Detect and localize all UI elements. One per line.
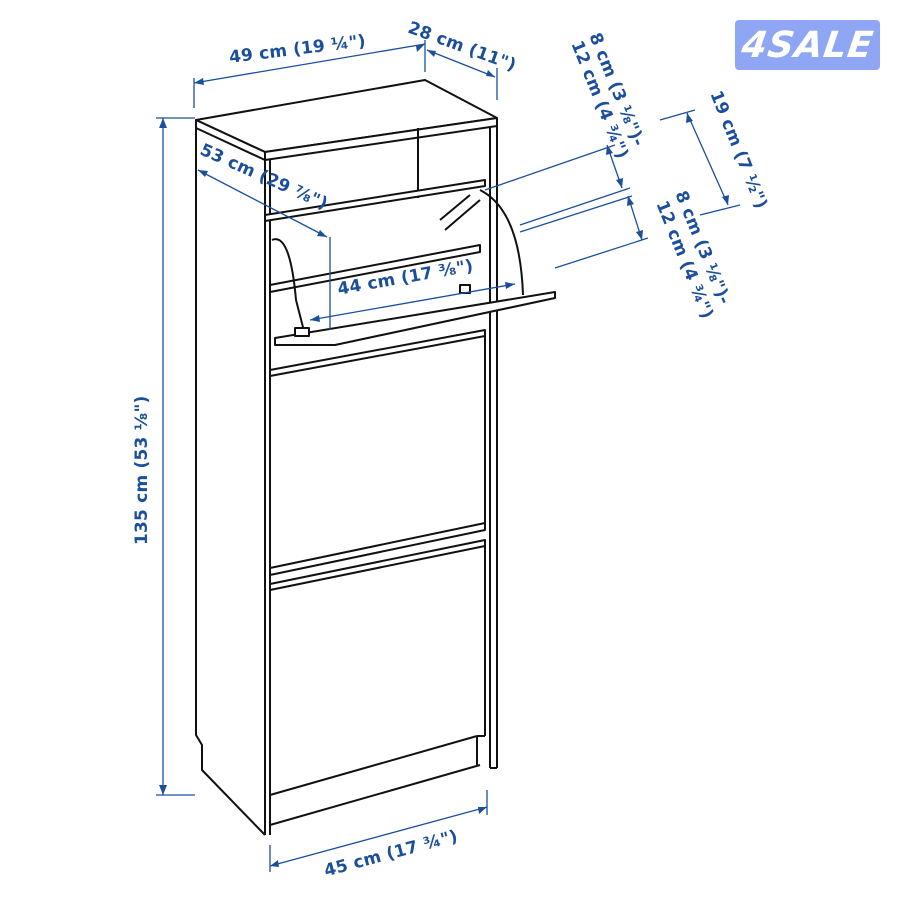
sale-badge-text: 4SALE	[738, 24, 877, 66]
dimension-lines	[156, 40, 741, 872]
open-top-flap	[264, 179, 556, 346]
sale-badge: 4SALE	[735, 20, 880, 70]
middle-door	[269, 329, 486, 576]
cabinet-right-side	[489, 126, 498, 769]
height-label: 135 cm (53 ⅛")	[132, 395, 152, 545]
bottom-door	[269, 539, 486, 796]
cabinet-left-side	[195, 128, 271, 836]
cabinet-top-panel	[195, 79, 498, 161]
dimension-arrowheads	[159, 44, 729, 867]
plinth	[269, 736, 481, 826]
